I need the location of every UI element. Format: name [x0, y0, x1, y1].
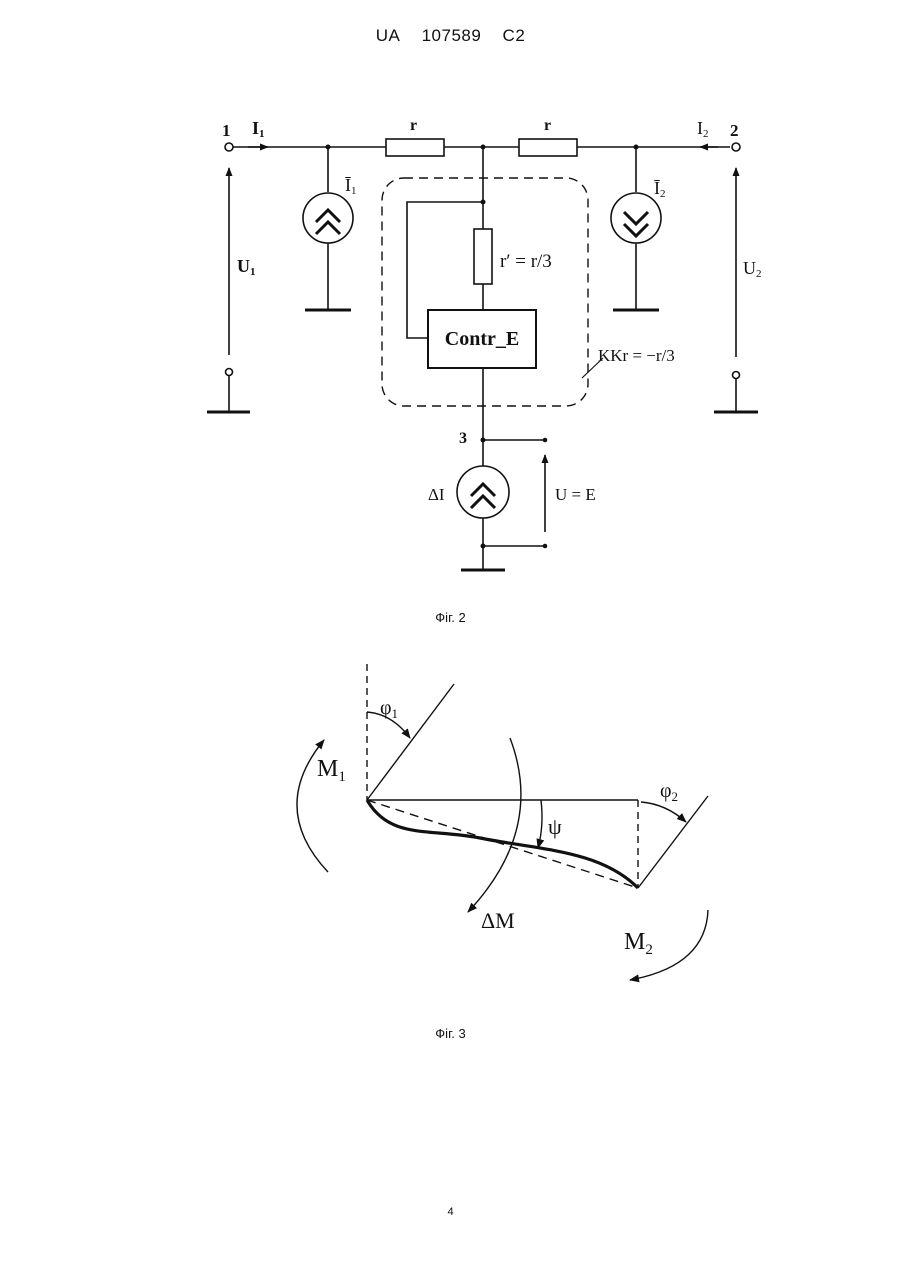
resistor-inner-body [474, 229, 492, 284]
terminal-2-ground-node [733, 372, 740, 379]
terminal-1-label: 1 [222, 121, 231, 140]
figure-3-caption: Фіг. 3 [0, 1026, 901, 1041]
voltage-2-label: U2 [743, 258, 762, 280]
converter-label: KKr = −r/3 [598, 346, 675, 365]
resistor-right-label: r [544, 117, 551, 134]
feedback-wire [407, 202, 483, 338]
resistor-right-body [519, 139, 577, 156]
terminal-2-label: 2 [730, 121, 739, 140]
source-1-up-chevrons [316, 210, 340, 234]
angle-1-label: φ1 [380, 697, 398, 721]
terminal-1-node [225, 143, 233, 151]
source-2-label: Ī2 [654, 178, 666, 200]
delta-moment-arc [468, 738, 521, 912]
converter-boundary [382, 178, 588, 406]
figure-2-caption: Фіг. 2 [0, 610, 901, 625]
moment-2-label: M2 [624, 929, 653, 958]
resistor-inner-label: r′ = r/3 [500, 251, 552, 272]
terminal-3-label: 3 [459, 430, 467, 447]
chord-dashed [367, 800, 638, 888]
source-1-label: Ī1 [345, 175, 357, 197]
resistor-left-body [386, 139, 444, 156]
current-1-label: I1 [252, 118, 265, 140]
resistor-left-label: r [410, 117, 417, 134]
current-source-1 [303, 193, 353, 243]
terminal-2-node [732, 143, 740, 151]
angle-2-arc [641, 802, 686, 822]
controller-label: Contr_E [445, 328, 519, 350]
delta-moment-label: ΔM [481, 908, 515, 933]
terminal-1-ground-node [226, 369, 233, 376]
delta-current-source [457, 466, 509, 518]
page-number: 4 [0, 1206, 901, 1218]
source-2-down-chevrons [624, 212, 648, 236]
voltage-1-label: U1 [237, 256, 256, 278]
delta-source-chevrons [471, 484, 495, 508]
current-2-label: I2 [697, 118, 709, 140]
figure-2-circuit-diagram: 1 2 3 I1 I2 r r Ī1 Ī2 U1 U2 r′ = r/3 Con… [0, 0, 901, 600]
twist-angle-label: ψ [548, 814, 562, 839]
deflected-axis-2 [638, 796, 708, 888]
moment-1-label: M1 [317, 756, 346, 785]
voltage-out-label: U = E [555, 485, 596, 504]
twist-angle-arc [538, 800, 542, 848]
angle-2-label: φ2 [660, 780, 678, 804]
delta-source-label: ΔI [428, 485, 445, 504]
figure-3-torsion-diagram: φ1 φ2 M1 M2 ψ ΔM [0, 650, 901, 1020]
